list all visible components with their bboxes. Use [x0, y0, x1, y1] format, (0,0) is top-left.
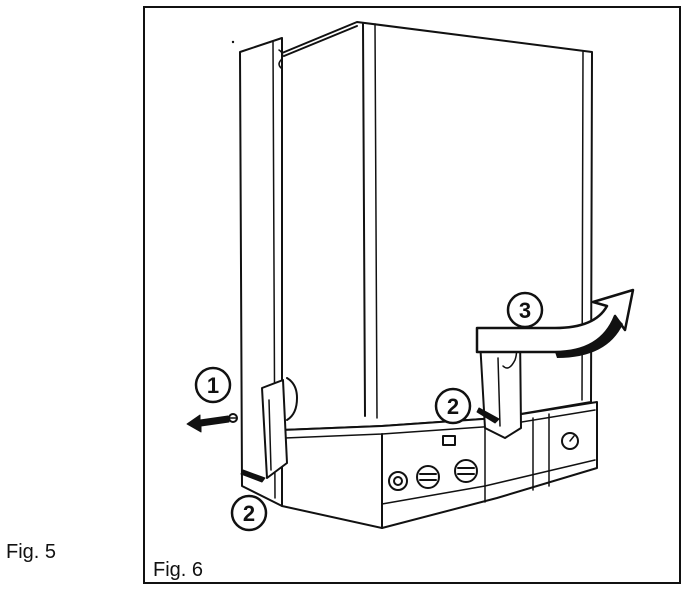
fig5-caption: Fig. 5	[6, 541, 57, 563]
boiler-control-base	[281, 401, 598, 529]
control-base-lower-line	[381, 459, 596, 505]
arrow-slide-center	[476, 407, 500, 424]
step-1-label: 1	[207, 373, 219, 398]
arrow-lift-off	[475, 288, 635, 354]
arrow-screw-out	[186, 414, 230, 433]
boiler-front-edge-top	[283, 25, 358, 57]
step-3-circle	[506, 291, 544, 329]
boiler-front-edge-inner-2	[374, 23, 378, 419]
boiler-front-face	[281, 21, 593, 431]
figure-6-frame: 1 2 2 3 Fig. 6	[143, 6, 681, 584]
pressure-gauge	[561, 432, 579, 450]
control-base-top-line	[284, 409, 596, 439]
left-mounting-bracket	[261, 379, 288, 479]
step-2-left-label: 2	[243, 501, 255, 526]
left-screw	[228, 413, 238, 423]
center-bracket-slot	[497, 357, 501, 427]
control-knob-left-inner	[393, 476, 403, 486]
display-window	[442, 435, 456, 446]
control-knob-middle-grip	[419, 473, 437, 481]
fig6-caption: Fig. 6	[153, 559, 204, 581]
control-knob-left	[388, 471, 408, 491]
control-knob-right	[454, 459, 478, 483]
step-2-center-circle	[434, 387, 472, 425]
pressure-gauge-needle	[569, 435, 575, 442]
control-knob-middle	[416, 465, 440, 489]
step-2-center-label: 2	[447, 394, 459, 419]
stray-mark	[231, 40, 235, 44]
boiler-front-edge-inner	[362, 23, 366, 417]
side-panel-top-hook	[278, 49, 284, 69]
step-1-circle	[194, 366, 232, 404]
step-2-left-circle	[230, 494, 268, 532]
step-3-label: 3	[519, 298, 531, 323]
arrow-slide-left	[240, 469, 266, 483]
control-knob-right-grip	[457, 467, 475, 475]
left-latch	[286, 377, 298, 421]
boiler-illustration: 1 2 2 3	[186, 21, 635, 532]
left-bracket-slot	[268, 399, 272, 471]
arrow-lift-off-shade	[555, 316, 623, 358]
